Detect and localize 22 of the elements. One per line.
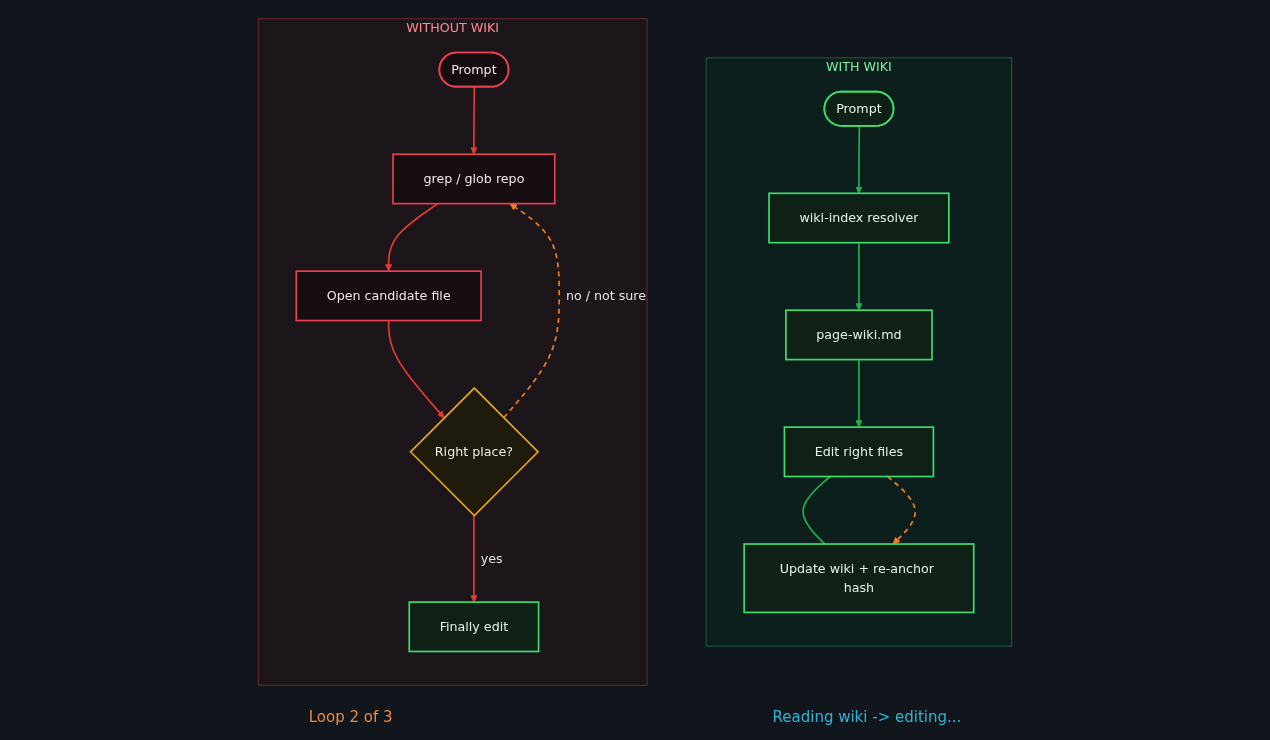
arrow [502,203,560,419]
arrow [470,86,478,155]
connector [802,475,832,545]
arrow [855,358,863,428]
arrow [855,125,863,194]
node-box: grep / glob repo [392,153,556,205]
node-box: Open candidate file [295,270,482,322]
node-diamond: Right place? [409,386,540,517]
arrow [384,202,439,272]
edge-label: no / not sure [565,288,647,304]
node-box: Update wiki + re-anchor hash [743,543,975,614]
status-text: Reading wiki -> editing... [772,708,962,726]
arrow [855,241,863,311]
node-box: Finally edit [408,601,540,653]
edge-label: yes [480,551,503,567]
arrow [470,514,478,603]
arrow [387,319,445,419]
status-text: Loop 2 of 3 [308,708,393,726]
arrow [886,475,917,545]
node-box: wiki-index resolver [768,192,950,244]
node-box: Edit right files [783,426,935,478]
node-box: page-wiki.md [785,309,933,361]
